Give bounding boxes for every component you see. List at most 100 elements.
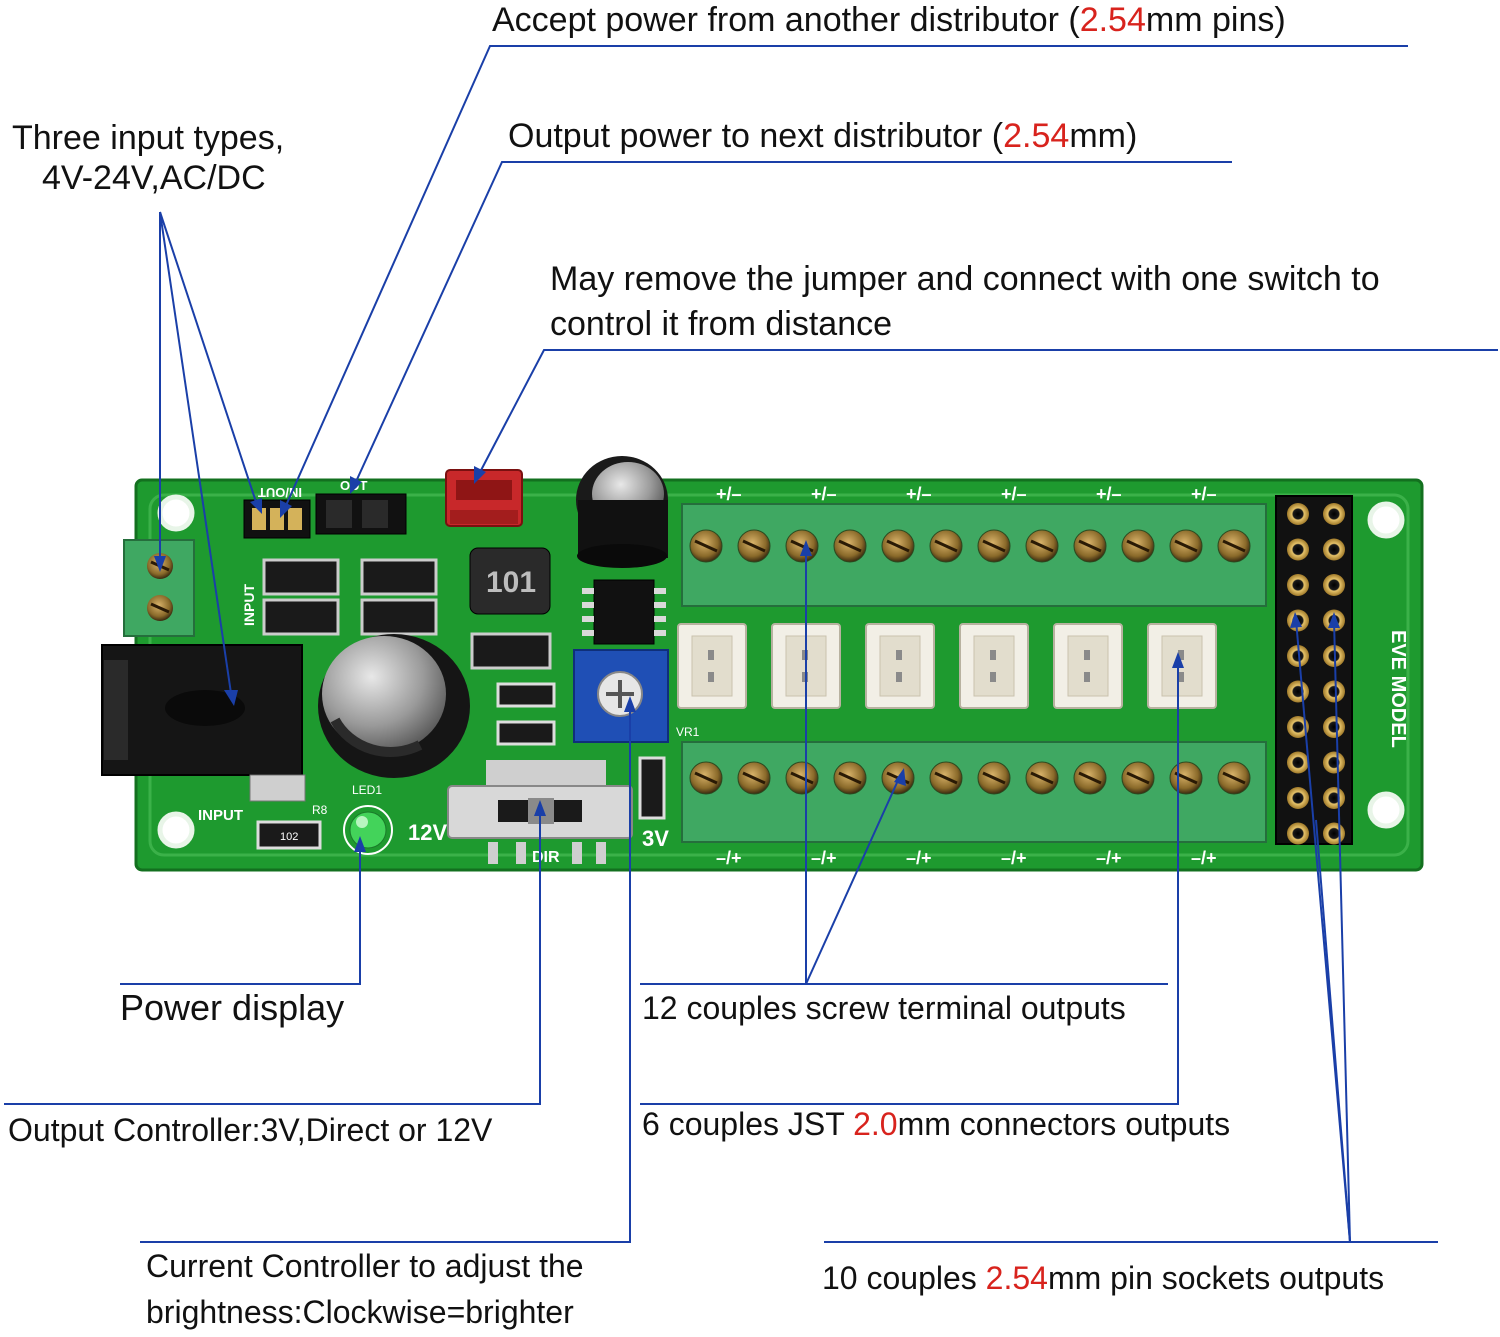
large-capacitor: [318, 634, 470, 778]
screw-slot: [934, 771, 958, 785]
screw-slot: [742, 539, 766, 553]
top-polarity-label: +/–: [906, 484, 932, 504]
switch-12v-label: 12V: [408, 820, 447, 845]
accept-power-suffix: mm pins): [1145, 1, 1286, 39]
accept-power-text: Accept power from another distributor (: [492, 1, 1080, 39]
current-controller-line2: brightness:Clockwise=brighter: [146, 1294, 574, 1330]
pin-socket: [1287, 503, 1309, 525]
dc-barrel-jack: [101, 644, 306, 802]
callout-output-controller: Output Controller:3V,Direct or 12V: [8, 1112, 493, 1148]
jst-socket: [973, 635, 1015, 697]
screw-slot: [1126, 771, 1150, 785]
pin-sockets-highlight: 2.54: [985, 1260, 1048, 1296]
callout-accept-power: Accept power from another distributor (2…: [492, 0, 1286, 40]
output-power-text: Output power to next distributor (: [508, 117, 1004, 155]
top-terminal-block: [681, 503, 1267, 607]
input-types-line1: Three input types,: [12, 119, 285, 157]
in-header-label: IN/OUT: [258, 485, 302, 500]
pin-socket: [1323, 787, 1345, 809]
pin-socket: [1323, 716, 1345, 738]
screw-slot: [742, 771, 766, 785]
screw-slot: [694, 539, 718, 553]
callout-jumper: May remove the jumper and connect with o…: [550, 259, 1380, 344]
resistor-marking: 102: [280, 831, 298, 843]
pin-sockets-text: 10 couples: [822, 1260, 986, 1296]
jst-pin: [708, 650, 714, 660]
pin-socket: [1287, 751, 1309, 774]
bottom-polarity-label: –/+: [1096, 848, 1122, 868]
screw-slot: [1030, 771, 1054, 785]
callout-current-controller: Current Controller to adjust the brightn…: [146, 1246, 584, 1332]
brand-label: EVE MODEL: [1387, 630, 1409, 748]
input-side-label: INPUT: [241, 584, 257, 626]
pin-sockets-suffix: mm pin sockets outputs: [1047, 1260, 1385, 1296]
leader-arrowheads: [154, 466, 1340, 852]
screw-slot: [1078, 771, 1102, 785]
pin-socket: [1323, 822, 1345, 845]
diode-d5: [470, 632, 552, 670]
top-polarity-label: +/–: [716, 484, 742, 504]
callout-power-display: Power display: [120, 987, 345, 1028]
callout-jst: 6 couples JST 2.0mm connectors outputs: [642, 1104, 1230, 1144]
bottom-polarity-label: –/+: [1191, 848, 1217, 868]
pin-socket: [1323, 503, 1345, 525]
pin-socket: [1287, 822, 1309, 845]
jst-socket: [1067, 635, 1109, 697]
ic-chip: [582, 579, 666, 645]
mounting-holes: [157, 494, 1405, 849]
screw-slot: [1078, 539, 1102, 553]
jumper-line1: May remove the jumper and connect with o…: [550, 260, 1380, 298]
top-polarity-label: +/–: [811, 484, 837, 504]
jst-pin: [896, 650, 902, 660]
screw-slot: [838, 771, 862, 785]
leader-lines: [4, 45, 1498, 1243]
pin-socket: [1287, 680, 1309, 703]
green-led: [343, 805, 393, 855]
switch-dir-label: DIR: [532, 849, 560, 866]
vr-label: VR1: [676, 725, 700, 739]
current-controller-line1: Current Controller to adjust the: [146, 1248, 584, 1284]
output-power-highlight: 2.54: [1003, 117, 1070, 155]
pin-socket: [1323, 680, 1345, 703]
inductor: 101: [469, 547, 551, 615]
jst-text: 6 couples JST: [642, 1106, 854, 1142]
bottom-polarity-label: –/+: [906, 848, 932, 868]
input-types-line2: 4V-24V,AC/DC: [42, 159, 266, 197]
small-capacitor: [576, 456, 668, 568]
jst-suffix: mm connectors outputs: [897, 1106, 1231, 1142]
top-polarity-labels: +/– +/– +/– +/– +/– +/–: [716, 484, 1217, 504]
top-polarity-label: +/–: [1001, 484, 1027, 504]
bottom-screws: [689, 761, 1251, 795]
pin-socket: [1287, 538, 1309, 561]
switch-3v-label: 3V: [642, 826, 669, 851]
bottom-polarity-labels: –/+–/+–/+–/+–/+–/+: [716, 848, 1217, 868]
bottom-polarity-label: –/+: [811, 848, 837, 868]
inductor-marking: 101: [486, 566, 536, 599]
screw-slot: [838, 539, 862, 553]
bottom-terminal-block: [681, 741, 1267, 843]
pin-socket: [1323, 538, 1345, 561]
screw-slot: [934, 539, 958, 553]
jst-pin: [896, 672, 902, 682]
jst-pin: [990, 672, 996, 682]
screw-slot: [694, 771, 718, 785]
pin-socket: [1287, 645, 1309, 667]
accept-power-highlight: 2.54: [1079, 1, 1146, 39]
top-polarity-label: +/–: [1191, 484, 1217, 504]
pin-socket: [1287, 787, 1309, 809]
callout-input-types: Three input types, 4V-24V,AC/DC: [12, 118, 284, 198]
jst-pin: [990, 650, 996, 660]
r8-label: R8: [312, 803, 328, 817]
jst-socket: [879, 635, 921, 697]
pin-socket: [1287, 716, 1309, 738]
screw-slot: [1222, 771, 1246, 785]
output-header-pins: [315, 493, 407, 535]
input-bottom-label: INPUT: [198, 807, 243, 824]
screw-slot: [1222, 539, 1246, 553]
top-polarity-label: +/–: [1096, 484, 1122, 504]
screw-slot: [1126, 539, 1150, 553]
screw-slot: [1030, 539, 1054, 553]
potentiometer: [573, 649, 669, 743]
jst-highlight: 2.0: [853, 1106, 898, 1142]
